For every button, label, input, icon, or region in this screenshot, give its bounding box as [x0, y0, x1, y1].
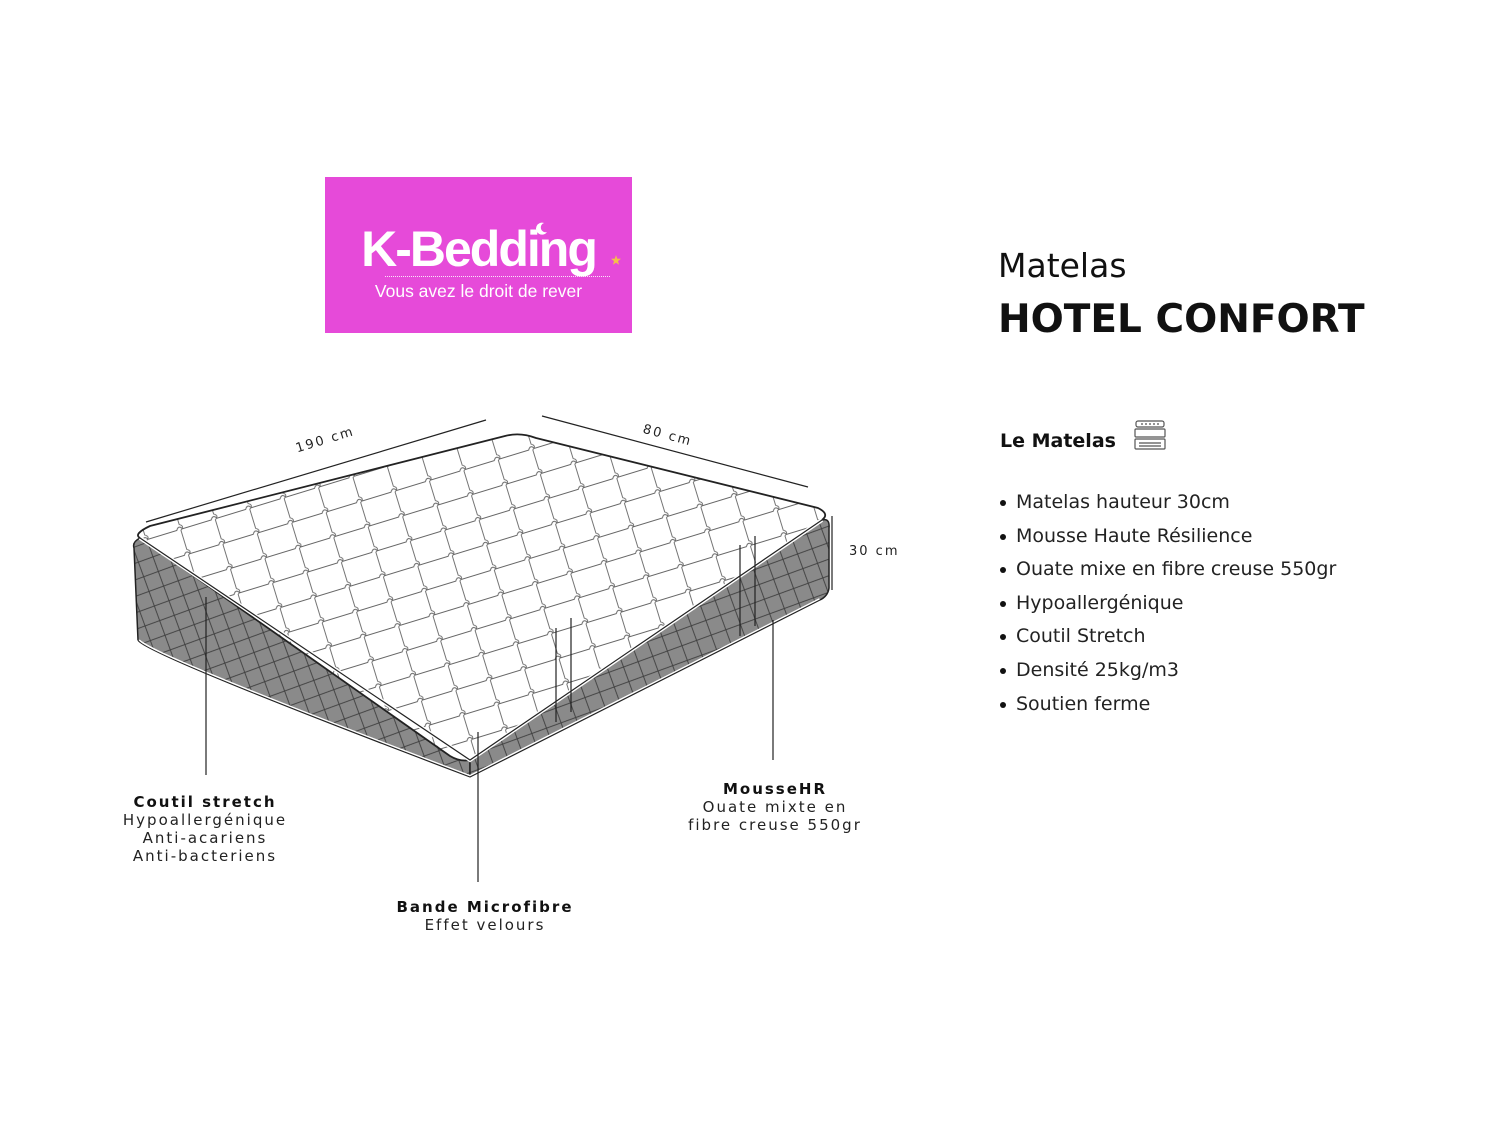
- spec-item: Soutien ferme: [998, 691, 1336, 725]
- mattress-top: [137, 433, 827, 762]
- callout-line: Effet velours: [424, 916, 546, 934]
- moon-icon: [536, 222, 547, 235]
- brand-tagline: Vous avez le droit de rever: [374, 281, 583, 301]
- star-icon: [611, 255, 621, 265]
- callout-mousse: MousseHR Ouate mixte en fibre creuse 550…: [670, 780, 880, 834]
- callout-line: Ouate mixte en: [702, 798, 848, 816]
- dimension-line-width: [541, 415, 809, 488]
- spec-item: Densité 25kg/m3: [998, 657, 1336, 691]
- dimension-height-label: 30 cm: [849, 544, 900, 559]
- product-category: Matelas: [998, 246, 1127, 285]
- callout-heading: Bande Microfibre: [396, 898, 574, 916]
- callout-line: Hypoallergénique: [122, 811, 288, 829]
- spec-list: Matelas hauteur 30cm Mousse Haute Résili…: [998, 489, 1336, 724]
- callout-heading: Coutil stretch: [133, 793, 277, 811]
- mattress-layers-icon: [1134, 420, 1166, 450]
- spec-item: Mousse Haute Résilience: [998, 523, 1336, 557]
- callout-bande: Bande Microfibre Effet velours: [380, 898, 590, 934]
- logo-divider: [385, 276, 610, 277]
- spec-item: Coutil Stretch: [998, 623, 1336, 657]
- dimension-line-length: [145, 419, 487, 523]
- spec-item: Hypoallergénique: [998, 590, 1336, 624]
- callout-line: fibre creuse 550gr: [688, 816, 862, 834]
- brand-logo: K-Bedding Vous avez le droit de rever: [325, 177, 632, 333]
- callout-line: Anti-bacteriens: [132, 847, 278, 865]
- section-heading: Le Matelas: [1000, 430, 1116, 452]
- mattress-handle: [555, 536, 756, 722]
- callout-coutil: Coutil stretch Hypoallergénique Anti-aca…: [100, 793, 310, 865]
- spec-item: Ouate mixe en fibre creuse 550gr: [998, 556, 1336, 590]
- spec-item: Matelas hauteur 30cm: [998, 489, 1336, 523]
- brand-name: K-Bedding: [361, 221, 598, 277]
- callout-line: Anti-acariens: [142, 829, 268, 847]
- mattress-side-right: [469, 518, 830, 779]
- callout-heading: MousseHR: [722, 780, 828, 798]
- product-title: HOTEL CONFORT: [998, 297, 1365, 342]
